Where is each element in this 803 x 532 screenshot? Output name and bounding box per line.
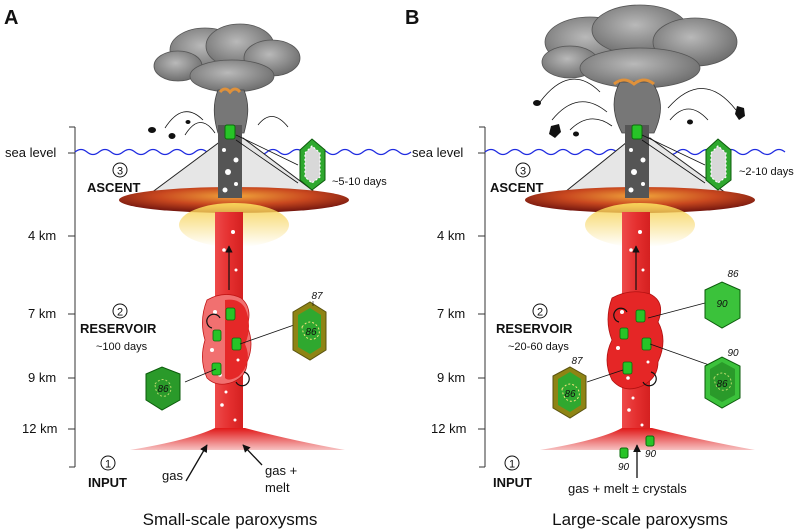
stage-label: RESERVOIR	[80, 321, 157, 336]
gas-bubbles	[616, 310, 650, 380]
reservoir-crystal-green: 86	[145, 366, 181, 411]
rim-value: 87	[311, 291, 323, 302]
reservoir-crystals	[619, 309, 652, 375]
panel-letter: A	[4, 7, 18, 29]
stage-input: 1 INPUT	[493, 455, 532, 490]
stage-label: ASCENT	[87, 180, 141, 195]
stage-label: RESERVOIR	[496, 321, 573, 336]
stage-number: 2	[537, 307, 543, 319]
input-arrow	[242, 444, 263, 466]
depth-label: 9 km	[437, 370, 465, 385]
deep-source	[130, 428, 345, 450]
conduit-crystal	[224, 124, 236, 140]
conduit-crystal	[631, 124, 643, 140]
ascent-crystal	[705, 138, 732, 191]
rim-value: 86	[727, 269, 739, 280]
rim-value: 90	[727, 348, 739, 359]
input-crystal-value: 90	[645, 449, 657, 460]
depth-label: 7 km	[28, 306, 56, 321]
panel-caption: Large-scale paroxysms	[552, 510, 728, 529]
ascent-time: ~5-10 days	[332, 176, 387, 188]
shallow-sill	[525, 187, 755, 213]
gas-bubbles	[627, 230, 645, 427]
stage-number: 3	[520, 166, 526, 178]
stage-number: 3	[117, 166, 123, 178]
panel-a: A sea level 4 km 7 km 9 km 12 km	[4, 7, 412, 529]
shallow-sill	[119, 187, 349, 213]
eruption-plume	[541, 4, 738, 134]
rim-value: 87	[571, 356, 583, 367]
callout-line	[235, 139, 299, 184]
stage-number: 1	[509, 459, 515, 471]
gas-bubbles	[222, 148, 239, 193]
stage-ascent: 3 ASCENT	[87, 162, 141, 195]
stage-ascent: 3 ASCENT	[490, 162, 544, 195]
callout-line	[235, 134, 299, 166]
input-crystal	[645, 435, 655, 447]
panel-b: B sea level 4 km 7 km 9 km 12 km	[405, 4, 794, 529]
ballistic-ejecta	[533, 78, 745, 138]
stage-reservoir: 2 RESERVOIR ~100 days	[80, 303, 157, 353]
input-arrow	[185, 444, 208, 482]
stage-input: 1 INPUT	[88, 455, 127, 490]
input-label: gas + melt ± crystals	[568, 481, 687, 496]
depth-label: 12 km	[431, 421, 466, 436]
callout-line	[586, 369, 624, 383]
reservoir-crystals	[211, 307, 242, 376]
sea-level-label: sea level	[5, 145, 56, 160]
input-label: gas +	[265, 463, 297, 478]
callout-line	[239, 324, 295, 345]
gas-bubbles	[628, 148, 646, 193]
callout-line	[641, 134, 706, 166]
depth-label: 9 km	[28, 370, 56, 385]
residence-time: ~20-60 days	[508, 341, 569, 353]
input-label: gas	[162, 468, 183, 483]
input-crystal-value: 90	[618, 462, 630, 473]
callout-line	[641, 139, 706, 184]
convection-arrows	[206, 313, 250, 387]
reservoir-body	[606, 291, 664, 390]
sea-level-label: sea level	[412, 145, 463, 160]
panel-caption: Small-scale paroxysms	[143, 510, 318, 529]
reservoir-crystal-olive: 86 87	[292, 291, 327, 361]
input-label: melt	[265, 480, 290, 495]
stage-label: ASCENT	[490, 180, 544, 195]
depth-label: 4 km	[28, 228, 56, 243]
core-value: 90	[716, 299, 728, 310]
callout-line	[649, 343, 713, 367]
eruption-plume	[153, 23, 301, 134]
depth-label: 12 km	[22, 421, 57, 436]
ascent-crystal	[299, 138, 326, 191]
depth-label: 7 km	[437, 306, 465, 321]
panel-letter: B	[405, 7, 419, 29]
core-value: 86	[716, 379, 728, 390]
gas-bubbles	[220, 230, 238, 422]
stage-label: INPUT	[493, 475, 532, 490]
core-value: 86	[305, 327, 317, 338]
callout-line	[184, 368, 217, 383]
input-crystal	[619, 447, 629, 459]
ballistic-ejecta	[148, 111, 289, 139]
stage-number: 2	[117, 307, 123, 319]
ascent-time: ~2-10 days	[739, 166, 794, 178]
residence-time: ~100 days	[96, 341, 148, 353]
stage-label: INPUT	[88, 475, 127, 490]
reservoir-crystal-90: 90 86	[704, 269, 741, 329]
core-value: 86	[564, 389, 576, 400]
core-value: 86	[157, 384, 169, 395]
callout-line	[647, 302, 706, 319]
depth-label: 4 km	[437, 228, 465, 243]
stage-reservoir: 2 RESERVOIR ~20-60 days	[496, 303, 573, 353]
reservoir-crystal-olive: 86 87	[552, 356, 587, 419]
reservoir-crystal-green: 86 90	[704, 348, 741, 409]
convection-arrows	[613, 307, 657, 387]
stage-number: 1	[105, 459, 111, 471]
